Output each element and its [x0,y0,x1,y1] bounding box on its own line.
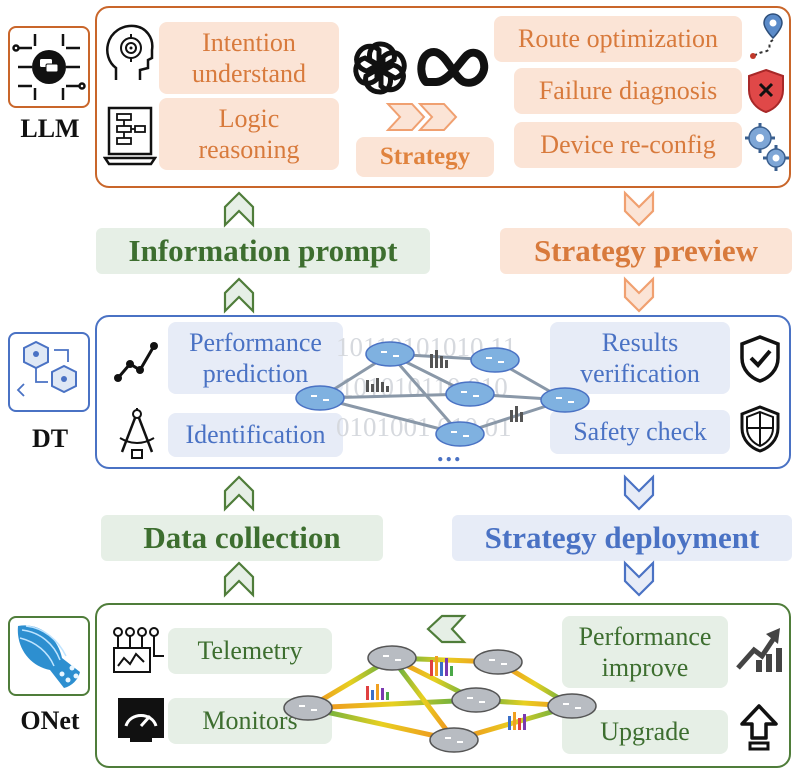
telemetry-icon [112,626,166,676]
dt-traffic-bars [366,350,523,422]
down-chevron-icon-4 [622,560,656,598]
strategy-deployment-banner: Strategy deployment [452,515,792,561]
meta-logo-icon [416,44,492,90]
onet-traffic-bars [366,656,526,730]
monitors-box: Monitors [168,698,332,744]
down-chevron-icon-1 [622,190,656,228]
shield-check-icon [738,334,782,384]
llm-label: LLM [20,114,80,143]
performance-improve-box: Performance improve [562,616,728,688]
route-pin-icon [745,12,789,60]
failure-shield-icon [746,68,786,114]
dt-routers [295,341,590,447]
monitor-gauge-icon [116,696,166,744]
shield-quadrant-icon [738,404,782,454]
chip-chat-icon [12,34,86,100]
upgrade-arrow-icon [738,702,780,752]
strategy-preview-banner: Strategy preview [500,228,792,274]
up-chevron-icon-2 [222,276,256,314]
upgrade-box: Upgrade [562,710,728,754]
strategy-chevron-icon [384,100,464,134]
trend-line-icon [112,336,162,386]
identification-box: Identification [168,413,343,457]
intention-understand-box: Intention understand [159,22,339,94]
down-chevron-icon-3 [622,474,656,512]
digital-twin-cubes-icon [16,340,77,397]
llm-layer-frame [95,6,791,188]
head-target-icon [104,22,156,84]
onet-label: ONet [20,706,80,735]
device-reconfig-box: Device re-config [514,122,742,168]
dt-layer-frame [95,315,791,469]
up-chevron-icon-4 [222,560,256,598]
onet-icon-box [8,616,90,696]
data-collection-banner: Data collection [101,515,383,561]
strategy-box: Strategy [356,137,494,177]
onet-layer-frame [95,603,791,768]
onet-routers [283,645,597,753]
onet-network-diagram [283,645,597,753]
information-prompt-banner: Information prompt [96,228,430,274]
dt-network-diagram [295,341,590,447]
logic-reasoning-box: Logic reasoning [159,98,339,170]
failure-diagnosis-box: Failure diagnosis [514,68,742,114]
gears-icon [744,122,790,172]
left-chevron-icon [424,613,468,645]
dt-ellipsis: ... [437,438,463,467]
up-chevron-icon-3 [222,474,256,512]
route-optimization-box: Route optimization [494,16,742,62]
optical-fiber-icon [17,625,80,688]
openai-logo-icon [348,36,412,100]
up-chevron-icon-1 [222,190,256,228]
dt-icon-box [8,332,90,412]
down-chevron-icon-2 [622,276,656,314]
results-verification-box: Results verification [550,322,730,394]
safety-check-box: Safety check [550,410,730,454]
compass-icon [114,408,160,460]
dt-label: DT [31,424,69,453]
llm-icon-box [8,26,90,108]
growth-arrow-icon [734,620,784,674]
telemetry-box: Telemetry [168,628,332,674]
performance-prediction-box: Performance prediction [168,322,343,394]
flowchart-laptop-icon [103,106,157,166]
